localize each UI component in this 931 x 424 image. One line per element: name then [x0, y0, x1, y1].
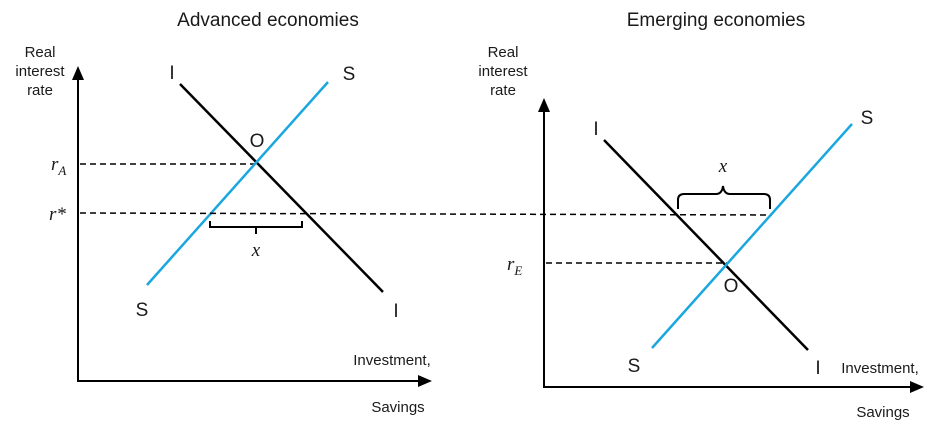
- right-savings-label-top: S: [861, 108, 874, 129]
- left-investment-label-bottom: I: [393, 301, 398, 322]
- left-equilibrium-label: O: [250, 131, 265, 152]
- left-y-axis-arrow: [72, 66, 84, 80]
- left-investment-curve: [179, 83, 384, 293]
- right-y-axis-arrow: [538, 98, 550, 112]
- left-gap-label: x: [251, 240, 261, 261]
- right-investment-label-top: I: [593, 119, 598, 140]
- right-panel: Emerging economies Real interest rate In…: [478, 10, 924, 421]
- left-savings-curve: [146, 81, 329, 286]
- left-rate-label: rA: [51, 154, 66, 178]
- right-rate-label: rE: [507, 254, 522, 278]
- left-y-axis-label-line-2: interest: [15, 63, 65, 80]
- right-equilibrium-label: O: [724, 276, 739, 297]
- right-x-axis-arrow: [910, 381, 924, 393]
- right-savings-label-bottom: S: [628, 356, 641, 377]
- left-y-axis-label-line-3: rate: [27, 82, 53, 99]
- world-rate-dashed-line: [79, 212, 773, 216]
- right-savings-curve: [651, 123, 853, 349]
- left-savings-label-bottom: S: [136, 300, 149, 321]
- left-y-axis-label-line-1: Real: [25, 44, 56, 61]
- right-y-axis-label-line-2: interest: [478, 63, 528, 80]
- right-investment-label-bottom: I: [815, 358, 820, 379]
- right-y-axis-label-line-1: Real: [488, 44, 519, 61]
- right-investment-curve: [603, 139, 809, 351]
- left-panel-title: Advanced economies: [177, 10, 359, 31]
- left-panel: Advanced economies Real interest rate In…: [15, 10, 432, 416]
- right-x-axis-label-line-1: Investment,: [841, 360, 919, 377]
- right-panel-title: Emerging economies: [627, 10, 805, 31]
- left-x-axis-label-line-1: Investment,: [353, 352, 431, 369]
- right-y-axis-label-line-3: rate: [490, 82, 516, 99]
- right-gap-brace: [677, 185, 771, 209]
- right-x-axis-label-line-2: Savings: [856, 404, 909, 421]
- left-gap-brace: [209, 221, 303, 234]
- left-investment-label-top: I: [169, 63, 174, 84]
- left-world-rate-label: r*: [49, 204, 66, 225]
- left-x-axis-arrow: [418, 375, 432, 387]
- right-gap-label: x: [718, 156, 728, 177]
- left-x-axis-label-line-2: Savings: [371, 399, 424, 416]
- left-savings-label-top: S: [343, 64, 356, 85]
